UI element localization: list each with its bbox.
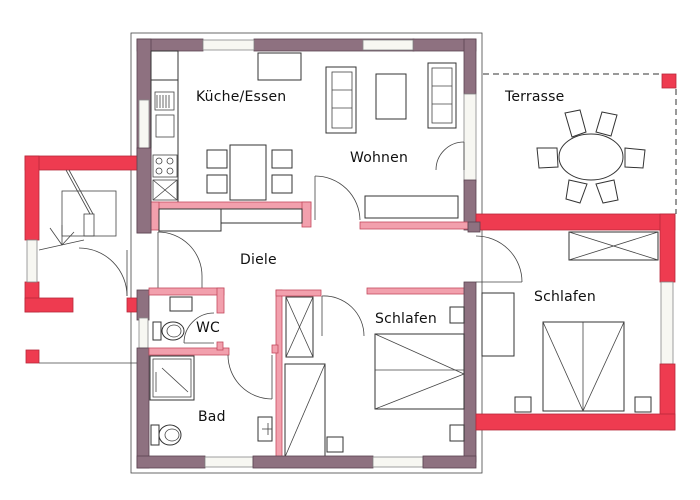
bed-icon-1 — [374, 333, 465, 410]
closets — [284, 296, 326, 458]
terrace-table — [536, 109, 646, 204]
window-top-right — [362, 39, 414, 51]
bad-room — [149, 354, 273, 446]
shower-icon — [149, 355, 195, 401]
outer-outline — [130, 32, 483, 474]
door-swing-schlafen-2 — [475, 235, 523, 283]
staircase-annex — [24, 155, 140, 364]
dining-table — [206, 144, 293, 201]
window-bad — [204, 456, 254, 468]
room-label-diele: Diele — [240, 252, 277, 268]
door-swing-diele — [157, 231, 203, 277]
room-label-terrasse: Terrasse — [505, 89, 565, 105]
room-label-wc: WC — [196, 320, 221, 336]
door-swing-wohnen — [314, 175, 361, 221]
toilet-icon-wc — [152, 321, 185, 341]
room-label-wohnen: Wohnen — [350, 150, 409, 166]
door-swing-entrance — [78, 247, 128, 297]
room-label-schlafen-2: Schlafen — [534, 289, 596, 305]
tv-board — [364, 195, 459, 219]
toilet-icon-bad — [150, 424, 182, 446]
terrace-post — [661, 73, 677, 89]
room-label-schlafen-1: Schlafen — [375, 311, 437, 327]
terrasse-area — [483, 73, 677, 214]
room-label-kueche-essen: Küche/Essen — [196, 89, 287, 105]
schlafen-1-room — [326, 281, 477, 463]
living-furniture — [325, 62, 459, 219]
sink-icon — [154, 91, 175, 111]
sofa-right — [427, 62, 457, 129]
sofa-left — [325, 66, 357, 134]
kitchen-diele-wall — [150, 201, 469, 232]
coffee-table — [375, 73, 407, 120]
bottom-wall — [136, 455, 477, 469]
door-swing-schlafen-1 — [321, 295, 365, 337]
door-swing-wc — [183, 312, 215, 344]
window-stair — [26, 239, 38, 283]
terrace-door-window — [463, 93, 477, 183]
window-kitchen — [138, 99, 150, 151]
wc-sink-icon — [169, 296, 193, 312]
sideboard — [257, 52, 302, 81]
window-top-left — [202, 39, 255, 51]
wc-room — [148, 287, 230, 356]
window-schlafen-2 — [660, 281, 674, 365]
bad-closet-wall — [275, 289, 283, 461]
kitchen-counter — [150, 50, 179, 217]
door-swing-terrace — [435, 141, 465, 171]
door-swing-bad — [227, 354, 273, 400]
stove-icon — [152, 154, 178, 178]
top-wall — [136, 38, 477, 180]
left-wall-lower — [136, 289, 150, 469]
schlafen-2-annex — [467, 213, 676, 431]
room-label-bad: Bad — [198, 409, 226, 425]
window-schlafen-1 — [372, 456, 424, 468]
left-wall-upper — [136, 147, 152, 234]
bed-icon-2 — [542, 321, 625, 412]
bad-sink-icon — [257, 416, 273, 442]
stairs — [38, 169, 117, 251]
